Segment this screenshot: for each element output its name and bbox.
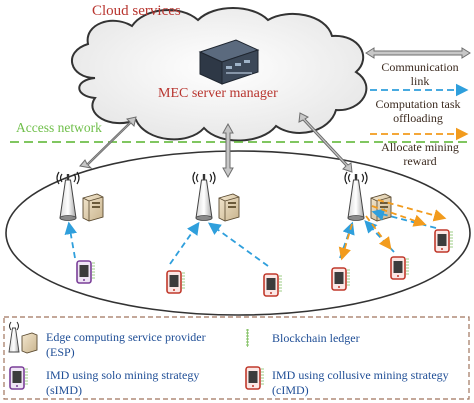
cimd-device-4 <box>390 256 410 280</box>
edge-region-ellipse <box>5 150 471 316</box>
reward-arrows <box>338 199 447 261</box>
comm-link-right <box>298 112 353 173</box>
access-network-label: Access network <box>16 120 102 135</box>
legend-cimd-label: IMD using collusive mining strategy(cIMD… <box>272 368 449 397</box>
communication-links <box>79 112 353 179</box>
mec-server-icon <box>198 39 260 85</box>
legend-comm-link-arrow <box>365 47 471 59</box>
cimd-device-2 <box>263 273 283 297</box>
legend-ledger-label: Blockchain ledger <box>272 331 360 345</box>
legend-simd-label: IMD using solo mining strategy(sIMD) <box>46 368 200 397</box>
legend-esp-label: Edge computing service provider(ESP) <box>46 330 206 359</box>
legend-ledger-icon <box>246 329 249 347</box>
cimd-device-5 <box>434 229 454 253</box>
base-station-middle <box>192 171 240 222</box>
legend-simd-icon <box>9 366 29 390</box>
simd-device-left <box>76 260 96 284</box>
comm-link-middle <box>222 122 234 179</box>
comm-link-left <box>79 116 137 169</box>
cloud-services-title: Cloud services <box>92 3 181 19</box>
mec-server-manager-label: MEC server manager <box>158 86 278 101</box>
legend-box <box>3 316 470 400</box>
legend-cimd-icon <box>245 366 265 390</box>
cimd-device-3 <box>331 267 351 291</box>
legend-esp-icon <box>8 321 38 354</box>
cimd-device-1 <box>166 270 186 294</box>
base-station-right <box>344 171 392 222</box>
